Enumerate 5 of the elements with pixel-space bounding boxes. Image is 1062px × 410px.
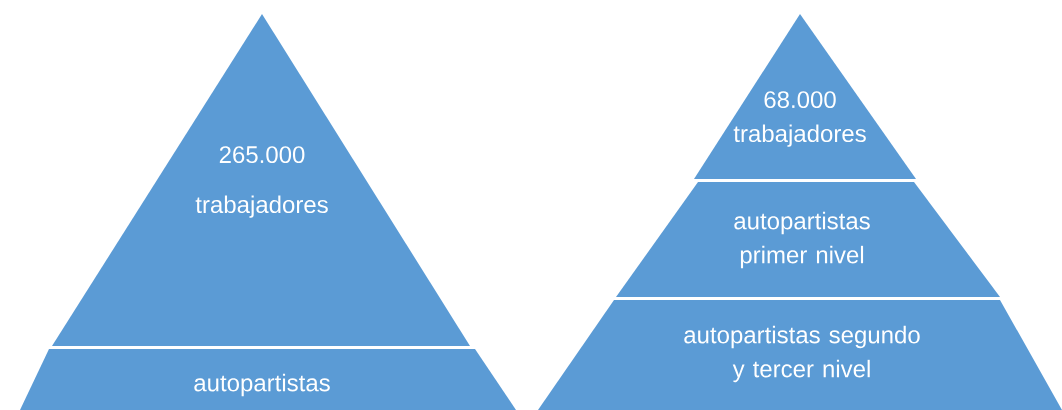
pyramid-band: 265.000 trabajadores [52,14,470,346]
pyramid-band: autopartistas [20,349,516,410]
pyramid-band: autopartistas segundo y tercer nivel [538,300,1062,410]
pyramid-band: 68.000 trabajadores [694,14,916,179]
pyramid-band: autopartistas primer nivel [616,182,1000,297]
